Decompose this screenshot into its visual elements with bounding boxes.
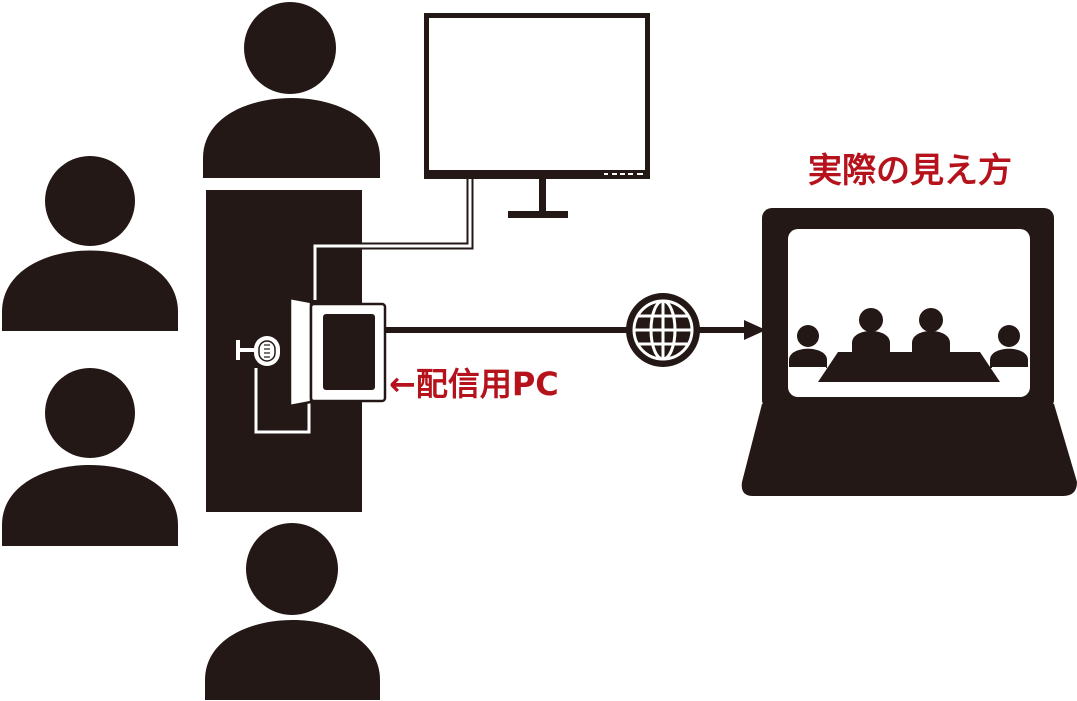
monitor-neck: [539, 179, 546, 213]
person-body: [205, 620, 380, 700]
microphone-cable: [254, 368, 311, 434]
person-icon: [919, 308, 943, 332]
person-icon: [45, 156, 135, 246]
laptop-screen: [323, 314, 375, 390]
monitor-base: [508, 211, 568, 218]
person-icon: [45, 368, 135, 458]
attendee-top-center: [203, 2, 380, 178]
person-icon: [859, 308, 883, 332]
person-icon: [244, 2, 336, 94]
person-body: [2, 250, 178, 331]
person-icon: [998, 325, 1020, 347]
remote-laptop-base: [741, 404, 1077, 496]
remote-scene: [788, 308, 1030, 382]
microphone-icon: [236, 336, 280, 366]
person-body: [2, 465, 178, 546]
monitor-buttons: [604, 173, 643, 175]
conference-table: [818, 352, 1000, 382]
laptop-icon: [288, 296, 387, 408]
monitor-icon: [424, 13, 650, 218]
connection-arrowhead: [744, 320, 766, 340]
person-body: [203, 98, 380, 178]
pc-label: ←配信用PC: [389, 365, 559, 403]
attendee-bottom-left: [2, 368, 178, 546]
person-icon: [246, 523, 338, 615]
view-title: 実際の見え方: [808, 151, 1012, 191]
person-icon: [797, 325, 819, 347]
attendee-bottom-center: [205, 523, 380, 700]
monitor-cable: [311, 179, 474, 300]
attendee-top-left: [2, 156, 178, 331]
monitor-screen: [429, 18, 645, 170]
laptop-lid: [288, 296, 313, 408]
laptop-screen-icon: [741, 208, 1077, 496]
globe-icon: [626, 293, 700, 367]
